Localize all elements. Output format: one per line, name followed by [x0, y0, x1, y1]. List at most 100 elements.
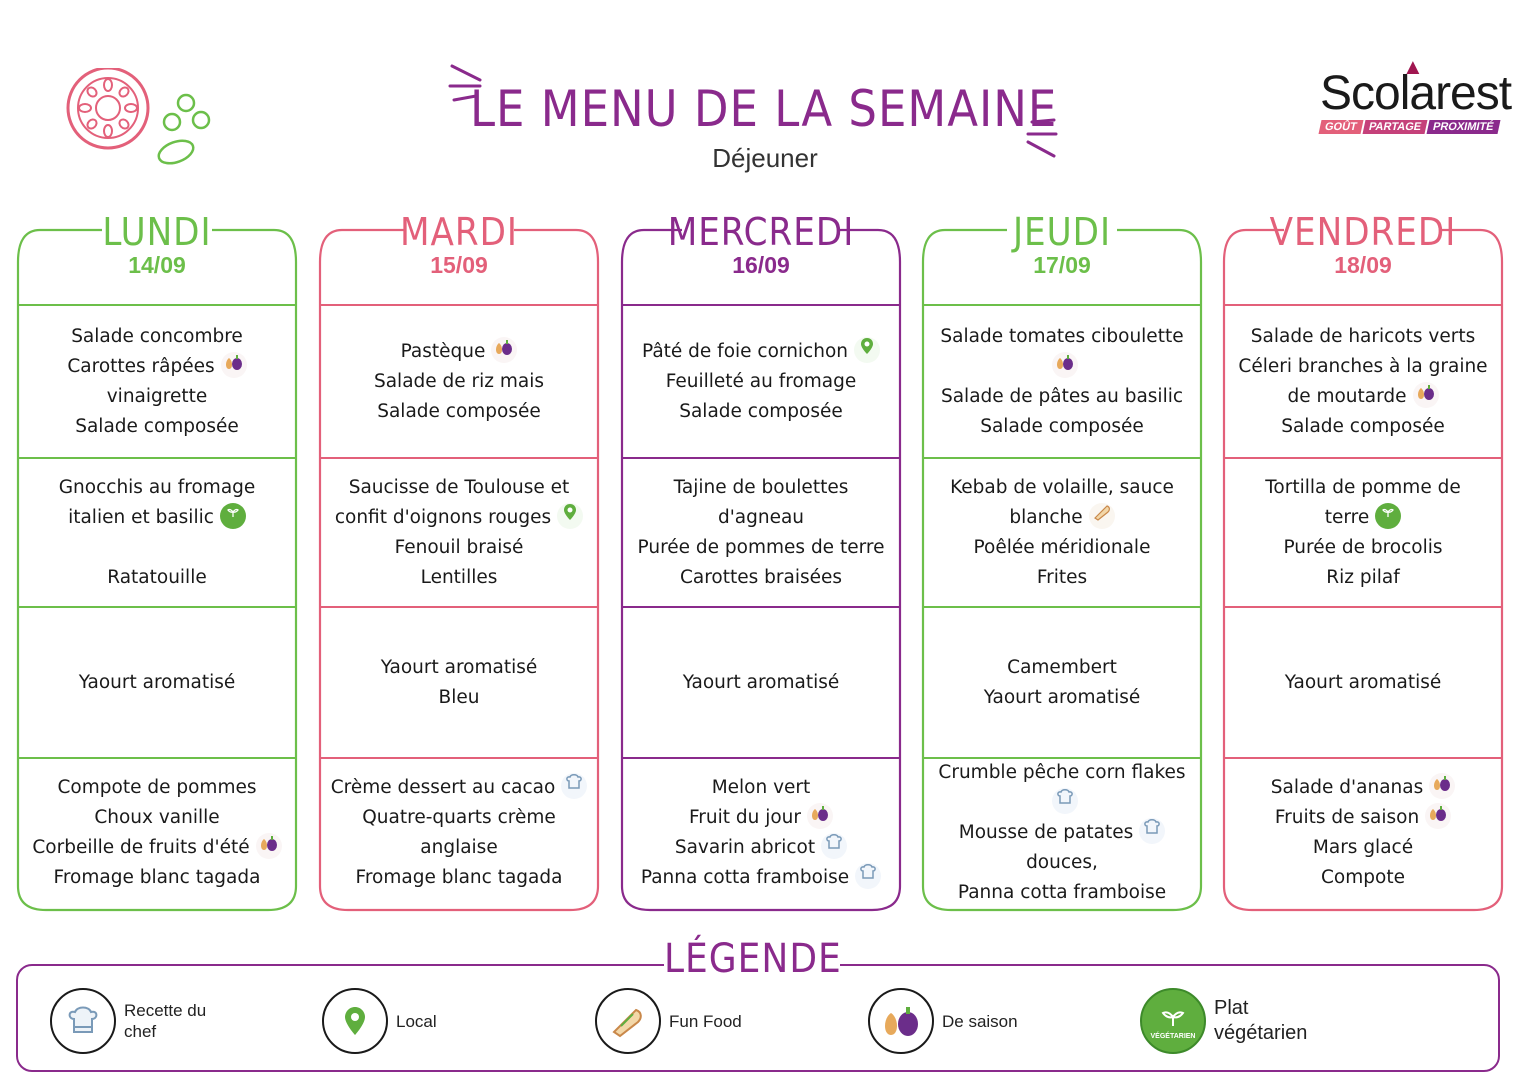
menu-item: Pâté de foie cornichon: [632, 336, 890, 367]
legend-item-fun-food: Fun Food: [595, 988, 779, 1054]
logo-tag-3: PROXIMITÉ: [1426, 120, 1500, 134]
menu-item: vinaigrette: [106, 385, 208, 407]
chef-icon: [821, 833, 848, 859]
vegetarian-icon: VÉGÉTARIEN: [1140, 988, 1206, 1054]
legend-item-vegetarian: VÉGÉTARIEN Plat végétarien: [1140, 988, 1324, 1054]
day-name: VENDREDI: [1269, 210, 1457, 254]
menu-item: Crème dessert au cacao: [321, 773, 598, 803]
menu-item: Mousse de patates: [949, 818, 1176, 848]
menu-item: Gnocchis au fromage: [58, 476, 256, 498]
menu-item: Salade de haricots verts: [1250, 325, 1476, 347]
menu-item: Savarin abricot: [665, 833, 857, 863]
logo-name: Scolarest▲: [1320, 54, 1512, 120]
menu-item: Melon vert: [711, 777, 811, 798]
seasonal-icon: [1412, 381, 1439, 408]
menu-item: Salade composée: [980, 415, 1144, 437]
day-frame: [318, 228, 600, 912]
menu-item: Fromage blanc tagada: [355, 867, 563, 888]
menu-item: douces,: [1026, 852, 1098, 873]
menu-item: Yaourt aromatisé: [682, 671, 840, 693]
menu-item: Salade composée: [1281, 415, 1445, 437]
menu-item: Crumble pêche corn flakes: [921, 758, 1203, 818]
day-name: JEUDI: [1012, 210, 1112, 254]
seasonal-icon: [1429, 773, 1456, 799]
local-icon: [854, 336, 880, 363]
menu-item: Poêlée méridionale: [973, 536, 1151, 558]
menu-item: [144, 533, 170, 563]
chef-icon: [50, 988, 116, 1054]
menu-item: Fruits de saison: [1265, 803, 1461, 833]
menu-item: Quatre-quarts crème: [362, 807, 556, 828]
menu-item: Purée de brocolis: [1283, 536, 1443, 558]
menu-item: Salade composée: [377, 400, 541, 422]
day-frame: [620, 228, 902, 912]
menu-item: Yaourt aromatisé: [1284, 671, 1442, 693]
menu-item: Frites: [1036, 566, 1088, 588]
menu-item: Fromage blanc tagada: [53, 867, 261, 888]
menu-item: italien et basilic: [58, 502, 256, 533]
day-date: 18/09: [1334, 252, 1392, 278]
menu-item: Salade composée: [679, 400, 843, 422]
local-icon: [322, 988, 388, 1054]
day-date: 17/09: [1033, 252, 1091, 278]
menu-item: Panna cotta framboise: [631, 863, 891, 893]
legend-label: Recette du chef: [124, 1001, 207, 1041]
menu-item: Salade de pâtes au basilic: [940, 385, 1184, 407]
logo-tagline: GOÛT PARTAGE PROXIMITÉ: [1318, 120, 1500, 134]
legend-item-local: Local: [322, 988, 506, 1054]
legend-label: Plat végétarien: [1214, 997, 1308, 1044]
chef-icon: [1139, 818, 1166, 844]
menu-item: Compote: [1321, 867, 1405, 888]
title-accent-right-icon: [1026, 118, 1058, 158]
day-date: 16/09: [732, 252, 790, 278]
vegetarian-icon: [219, 502, 246, 529]
menu-item: Purée de pommes de terre: [637, 536, 885, 558]
day-frame: [921, 228, 1203, 912]
chef-icon: [561, 773, 588, 799]
seasonal-icon: [255, 833, 282, 859]
fun-food-icon: [595, 988, 661, 1054]
menu-item: Carottes râpées: [57, 351, 256, 382]
menu-item: Fenouil braisé: [394, 536, 524, 558]
course-dairy: Yaourt aromatisé: [16, 607, 298, 758]
day-name: LUNDI: [102, 210, 212, 254]
menu-item: Pastèque: [391, 336, 528, 367]
legend-label: Fun Food: [669, 1011, 742, 1031]
menu-item: Lentilles: [420, 566, 498, 588]
menu-item: Kebab de volaille, sauce: [950, 476, 1174, 498]
seasonal-icon: [1425, 803, 1452, 829]
fun-food-icon: [1088, 502, 1115, 529]
menu-item: Compote de pommes: [57, 777, 257, 798]
day-name: MERCREDI: [667, 210, 855, 254]
menu-item: Bleu: [438, 686, 480, 708]
legend-item-chef: Recette du chef: [50, 988, 234, 1054]
day-date: 14/09: [128, 252, 186, 278]
menu-item: Tortilla de pomme de: [1265, 476, 1461, 498]
legend-label: Local: [396, 1011, 437, 1031]
menu-item: Salade composée: [75, 415, 239, 437]
vegetarian-badge-label: VÉGÉTARIEN: [1150, 1032, 1196, 1040]
day-name: MARDI: [399, 210, 519, 254]
menu-item: Saucisse de Toulouse et: [348, 476, 570, 498]
chef-hat-logo-icon: ▲: [1402, 54, 1424, 79]
course-dairy: Yaourt aromatisé: [620, 607, 902, 758]
menu-item: Riz pilaf: [1326, 566, 1400, 588]
day-date: 15/09: [430, 252, 488, 278]
seasonal-icon: [491, 336, 518, 363]
menu-item: Salade tomates ciboulette: [921, 322, 1203, 382]
menu-item: Choux vanille: [94, 807, 220, 828]
menu-item: Mars glacé: [1312, 837, 1414, 858]
menu-item: Panna cotta framboise: [957, 882, 1167, 903]
menu-item: Tajine de boulettes: [673, 476, 849, 498]
menu-item: Salade de riz mais: [373, 370, 545, 392]
